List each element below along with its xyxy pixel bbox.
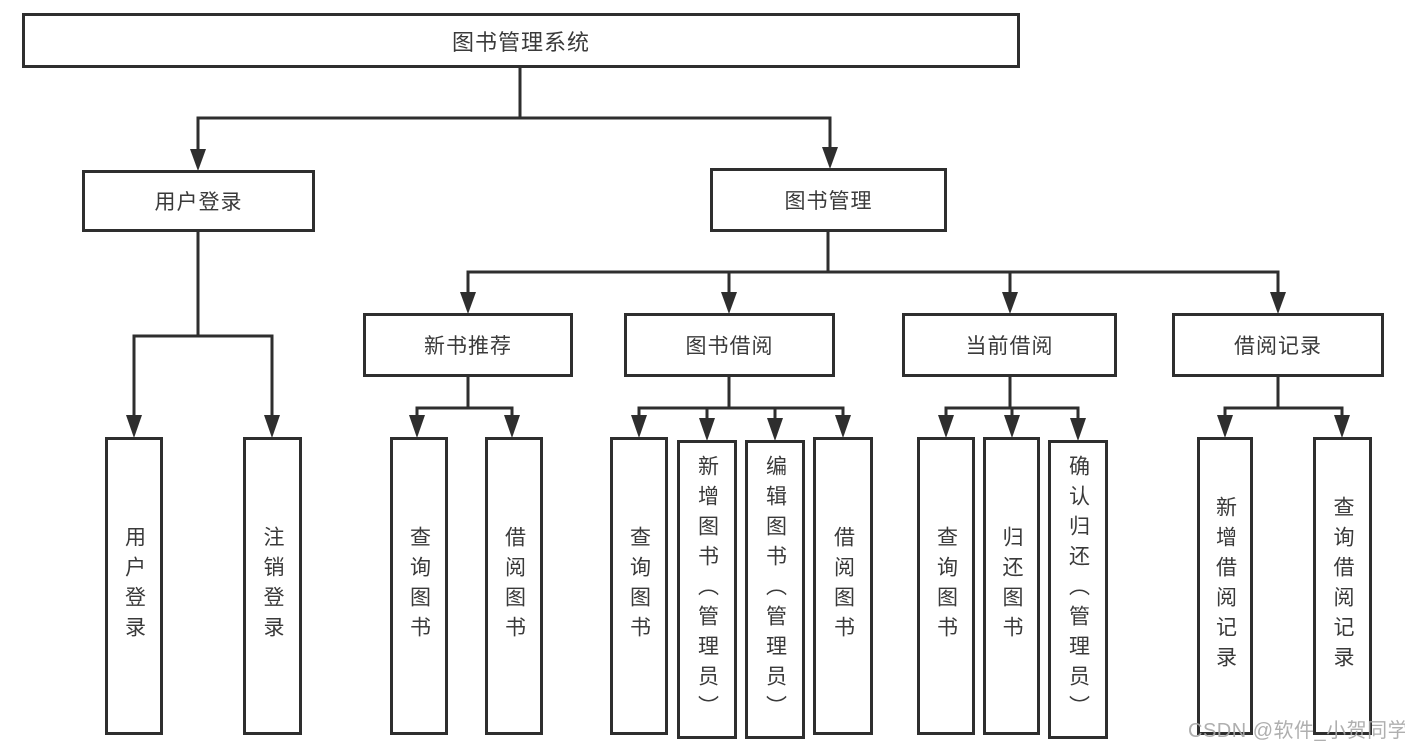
leaf-add-borrow-record-label: 新增借阅记录	[1213, 496, 1237, 676]
leaf-logout-label: 注销登录	[261, 526, 284, 646]
leaf-query-borrow-record: 查询借阅记录	[1313, 437, 1372, 735]
leaf-query-books-borrow: 查询图书	[610, 437, 668, 735]
node-module-new-book-recommend-label: 新书推荐	[424, 335, 512, 358]
node-module-new-book-recommend: 新书推荐	[363, 313, 573, 377]
node-module-book-borrow: 图书借阅	[624, 313, 835, 377]
leaf-borrow-books-label: 借阅图书	[831, 526, 855, 646]
leaf-query-books-recommend: 查询图书	[390, 437, 448, 735]
node-module-book-borrow-label: 图书借阅	[685, 335, 774, 358]
leaf-add-borrow-record: 新增借阅记录	[1197, 437, 1253, 735]
leaf-query-books-current: 查询图书	[917, 437, 975, 735]
leaf-return-books-label: 归还图书	[1000, 526, 1023, 646]
node-module-borrow-records: 借阅记录	[1172, 313, 1384, 377]
leaf-logout: 注销登录	[243, 437, 302, 735]
leaf-borrow-books-recommend: 借阅图书	[485, 437, 543, 735]
leaf-query-borrow-record-label: 查询借阅记录	[1331, 496, 1354, 676]
leaf-return-books: 归还图书	[983, 437, 1040, 735]
node-root-label: 图书管理系统	[451, 29, 590, 55]
csdn-watermark: CSDN @软件_小贺同学	[1188, 720, 1405, 742]
node-module-current-borrow-label: 当前借阅	[965, 335, 1054, 358]
leaf-user-login-label: 用户登录	[122, 526, 146, 646]
node-module-borrow-records-label: 借阅记录	[1234, 335, 1322, 358]
node-user-login-branch: 用户登录	[82, 170, 315, 232]
leaf-query-books-current-label: 查询图书	[934, 526, 958, 646]
leaf-borrow-books-recommend-label: 借阅图书	[502, 526, 526, 646]
leaf-add-books-admin-label: 新增图书（管理员）	[695, 454, 719, 725]
node-module-current-borrow: 当前借阅	[902, 313, 1117, 377]
node-user-login-branch-label: 用户登录	[154, 191, 243, 214]
leaf-add-books-admin: 新增图书（管理员）	[677, 440, 737, 739]
leaf-borrow-books: 借阅图书	[813, 437, 873, 735]
leaf-edit-books-admin: 编辑图书（管理员）	[745, 440, 805, 739]
leaf-confirm-return-admin: 确认归还（管理员）	[1048, 440, 1108, 739]
leaf-edit-books-admin-label: 编辑图书（管理员）	[763, 454, 787, 725]
leaf-query-books-recommend-label: 查询图书	[407, 526, 431, 646]
node-root: 图书管理系统	[22, 13, 1020, 68]
leaf-user-login: 用户登录	[105, 437, 163, 735]
leaf-confirm-return-admin-label: 确认归还（管理员）	[1066, 454, 1090, 725]
node-book-management-branch: 图书管理	[710, 168, 947, 232]
node-book-management-branch-label: 图书管理	[784, 190, 873, 213]
leaf-query-books-borrow-label: 查询图书	[627, 526, 651, 646]
